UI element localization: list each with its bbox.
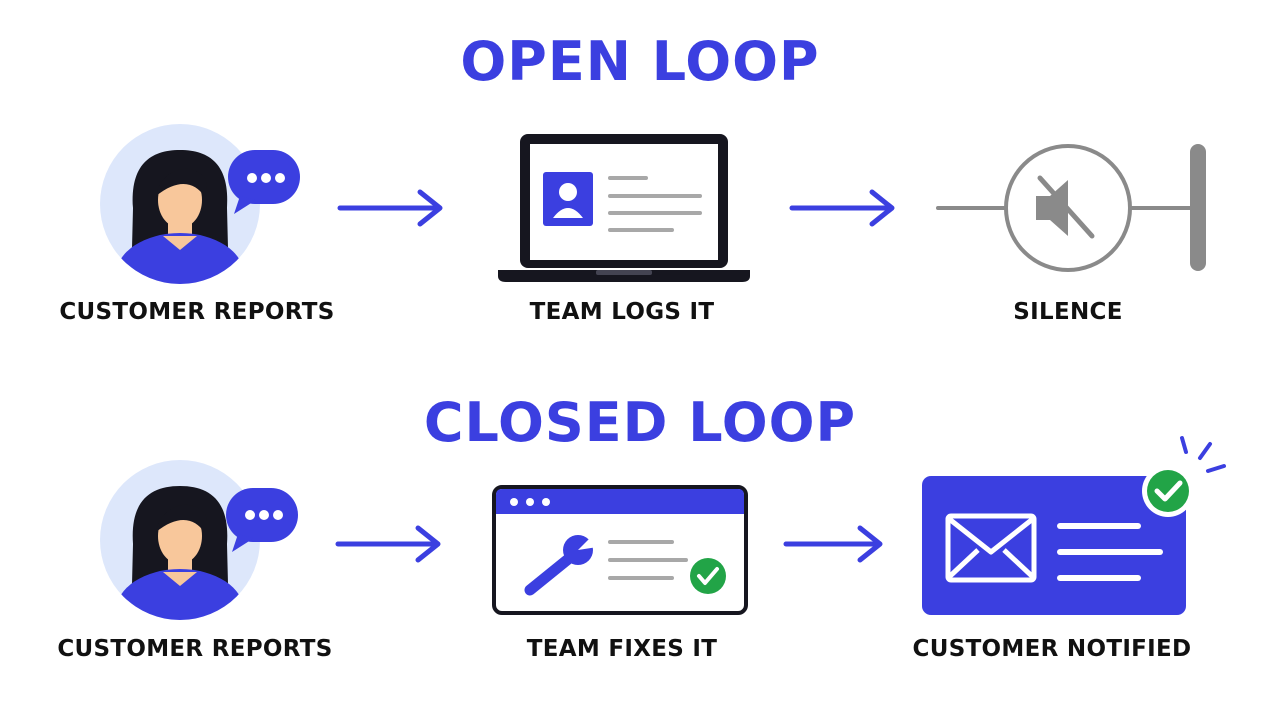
laptop-log-icon: [498, 134, 750, 282]
customer-avatar-icon: [100, 124, 300, 284]
customer-avatar-icon: [100, 460, 298, 620]
closed-loop-title: CLOSED LOOP: [423, 391, 857, 454]
open-step-label-customer-reports: CUSTOMER REPORTS: [59, 299, 335, 325]
muted-speaker-icon: [936, 144, 1206, 272]
check-badge-icon: [1142, 465, 1194, 517]
open-step-label-team-logs-it: TEAM LOGS IT: [529, 299, 715, 325]
wrench-window-icon: [492, 485, 748, 615]
email-notification-icon: [922, 436, 1226, 615]
profile-card-icon: [543, 172, 593, 226]
closed-step-label-customer-reports: CUSTOMER REPORTS: [57, 636, 333, 662]
closed-step-label-team-fixes-it: TEAM FIXES IT: [526, 636, 718, 662]
wrench-icon: [524, 528, 604, 596]
open-step-label-silence: SILENCE: [1013, 299, 1123, 325]
check-badge-icon: [690, 558, 726, 594]
speech-bubble-icon: [226, 488, 298, 552]
closed-step-label-customer-notified: CUSTOMER NOTIFIED: [912, 636, 1192, 662]
open-loop-title: OPEN LOOP: [460, 30, 820, 93]
notification-burst-icon: [1180, 436, 1226, 473]
speech-bubble-icon: [228, 150, 300, 214]
arrow-right-icon: [335, 525, 441, 563]
arrow-right-icon: [789, 189, 895, 227]
arrow-right-icon: [337, 189, 443, 227]
arrow-right-icon: [783, 525, 883, 563]
envelope-icon: [945, 513, 1037, 583]
